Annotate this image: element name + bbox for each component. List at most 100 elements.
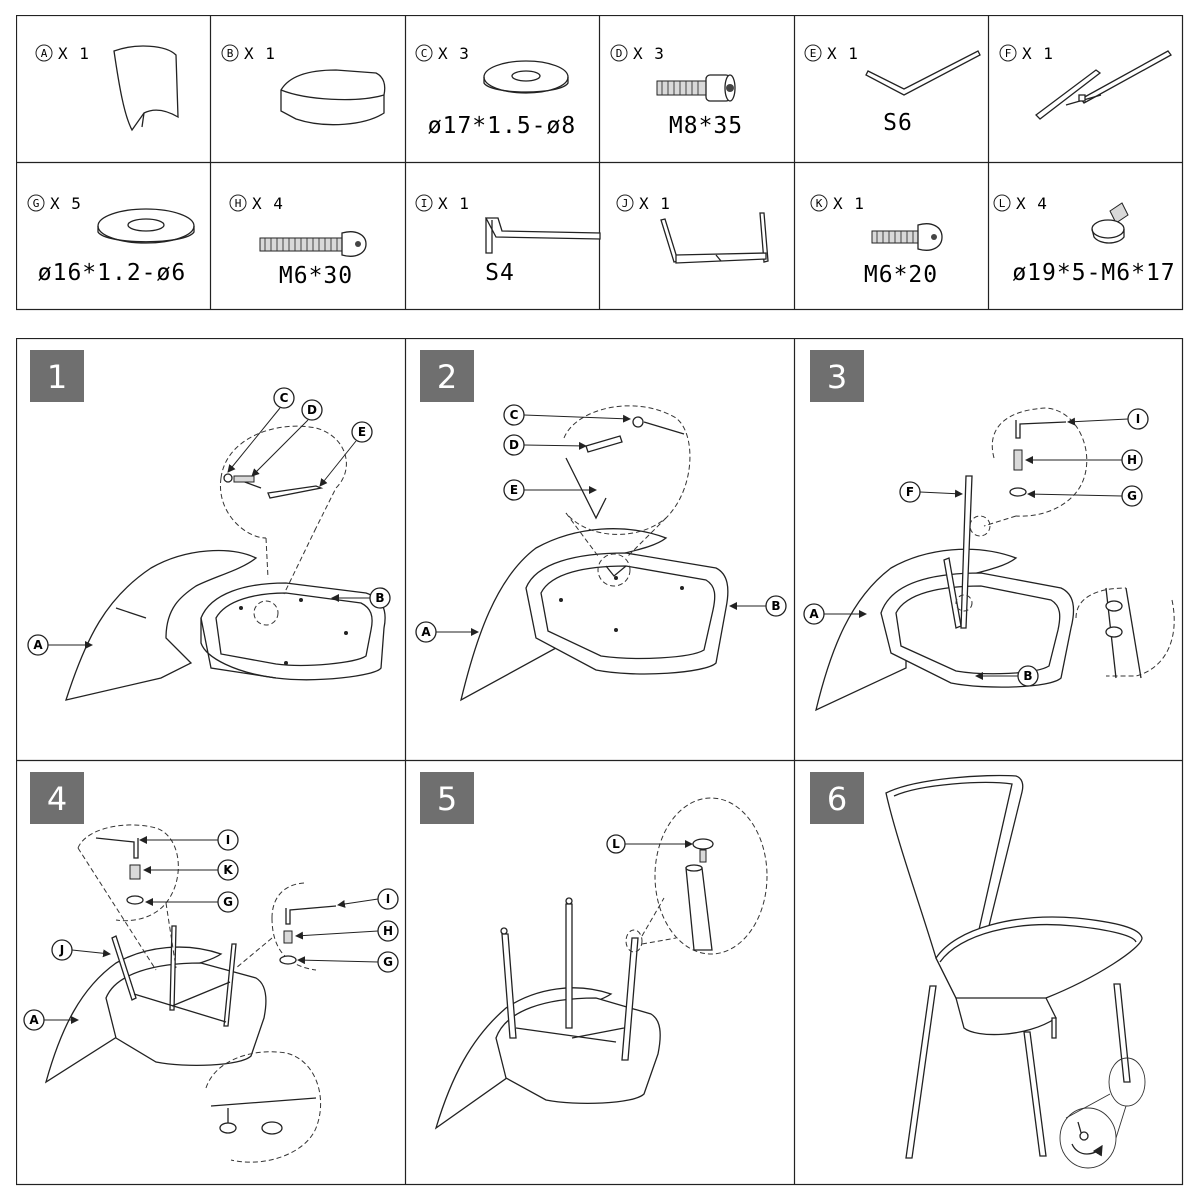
leg-pair-icon — [1035, 50, 1172, 120]
part-qty: X 4 — [1016, 194, 1048, 213]
step-number: 2 — [437, 358, 457, 396]
part-spec: ø17*1.5-ø8 — [428, 113, 576, 139]
part-letter: B — [227, 47, 234, 60]
callout-b: B — [975, 665, 1039, 687]
part-qty: X 1 — [58, 44, 90, 63]
chair-assembly-drawing — [815, 475, 1075, 712]
callout-c: C — [503, 404, 631, 426]
callout-i-right: I — [337, 888, 399, 910]
svg-text:A: A — [29, 1013, 39, 1027]
svg-text:G: G — [223, 895, 233, 909]
part-qty: X 3 — [438, 44, 470, 63]
part-cell-i: I X 1 S4 — [415, 194, 601, 286]
zoom-detail-circle-right — [1075, 587, 1175, 679]
finished-chair-drawing — [885, 774, 1146, 1169]
bolt-icon — [871, 223, 943, 251]
part-qty: X 5 — [50, 194, 82, 213]
callout-d: D — [503, 434, 587, 456]
svg-text:G: G — [383, 955, 393, 969]
callout-g: G — [1027, 485, 1143, 507]
svg-text:B: B — [771, 599, 780, 613]
callout-h: H — [1025, 449, 1143, 471]
svg-text:B: B — [1023, 669, 1032, 683]
callout-e: E — [503, 479, 597, 501]
step-2: 2 C D — [415, 350, 787, 702]
svg-text:F: F — [906, 485, 914, 499]
part-letter: H — [235, 197, 242, 210]
seat-underside-drawing — [200, 582, 386, 681]
zoom-detail-circle — [983, 407, 1088, 527]
chair-assembly-drawing — [44, 925, 267, 1084]
callout-i: I — [139, 829, 239, 851]
part-cell-l: L X 4 ø19*5-M6*17 — [993, 194, 1175, 286]
part-cell-b: B X 1 — [221, 44, 386, 126]
zoom-detail-circle-right — [235, 882, 337, 971]
callout-k: K — [143, 859, 239, 881]
step-number: 3 — [827, 358, 847, 396]
part-cell-g: G X 5 ø16*1.2-ø6 — [27, 194, 195, 286]
step-1: 1 C D — [27, 350, 391, 701]
step-number: 6 — [827, 780, 847, 818]
allen-key-icon — [484, 217, 601, 254]
svg-text:L: L — [612, 837, 620, 851]
part-qty: X 4 — [252, 194, 284, 213]
callout-f: F — [899, 481, 963, 503]
callout-g: G — [145, 891, 239, 913]
part-spec: S4 — [485, 260, 515, 286]
svg-text:C: C — [280, 391, 289, 405]
svg-text:J: J — [59, 943, 64, 957]
svg-text:K: K — [223, 863, 233, 877]
callout-e: E — [319, 421, 373, 487]
part-spec: M8*35 — [669, 113, 743, 139]
zoom-detail-circle — [563, 405, 691, 557]
part-qty: X 1 — [438, 194, 470, 213]
part-letter: I — [421, 197, 428, 210]
part-cell-d: D X 3 M8*35 — [610, 44, 743, 139]
step-4: 4 — [23, 772, 399, 1163]
chair-assembly-drawing — [460, 528, 729, 702]
svg-text:I: I — [386, 892, 390, 906]
part-letter: J — [622, 197, 629, 210]
svg-text:H: H — [1127, 453, 1137, 467]
part-qty: X 1 — [639, 194, 671, 213]
svg-text:H: H — [383, 924, 393, 938]
svg-text:I: I — [1136, 412, 1140, 426]
part-cell-a: A X 1 — [35, 44, 179, 132]
backrest-icon — [113, 45, 179, 132]
zoom-detail-circle-bottom — [205, 1051, 322, 1163]
part-qty: X 1 — [1022, 44, 1054, 63]
svg-text:G: G — [1127, 489, 1137, 503]
part-spec: S6 — [883, 110, 913, 136]
part-cell-e: E X 1 S6 — [804, 44, 981, 136]
part-letter: E — [810, 47, 817, 60]
svg-text:I: I — [226, 833, 230, 847]
step-number: 5 — [437, 780, 457, 818]
callout-a: A — [27, 634, 93, 656]
svg-text:D: D — [307, 403, 317, 417]
svg-text:E: E — [358, 425, 366, 439]
svg-text:C: C — [510, 408, 519, 422]
part-qty: X 3 — [633, 44, 665, 63]
part-qty: X 1 — [244, 44, 276, 63]
callout-a: A — [415, 621, 479, 643]
svg-text:A: A — [809, 607, 819, 621]
part-letter: D — [616, 47, 623, 60]
callout-c: C — [227, 387, 295, 473]
part-qty: X 1 — [827, 44, 859, 63]
zoom-detail-circle — [641, 797, 768, 955]
parts-table-grid: A X 1 B X 1 C X 3 ø17*1.5-ø8 D X 3 — [16, 15, 1184, 311]
washer-icon — [483, 60, 569, 94]
part-spec: ø16*1.2-ø6 — [38, 260, 186, 286]
part-spec: ø19*5-M6*17 — [1012, 260, 1175, 286]
callout-a: A — [803, 603, 867, 625]
callout-b: B — [331, 587, 391, 609]
chair-assembly-drawing — [434, 897, 661, 1130]
allen-key-icon — [865, 50, 981, 96]
assembly-steps: 1 C D — [16, 338, 1184, 1186]
callout-l: L — [606, 834, 693, 854]
step-number: 4 — [47, 780, 67, 818]
chair-backrest-drawing — [65, 550, 258, 701]
svg-text:D: D — [509, 438, 519, 452]
part-spec: M6*20 — [864, 262, 938, 288]
part-letter: L — [999, 197, 1006, 210]
